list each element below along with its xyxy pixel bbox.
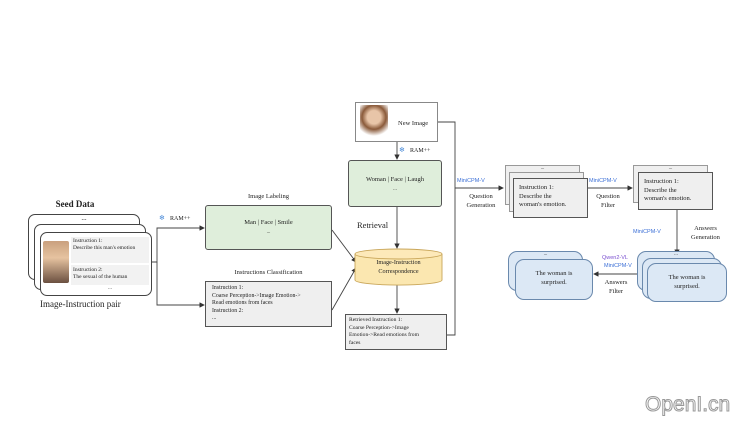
retrieved-instruction-box: Retrieved Instruction 1: Coarse Percepti… (345, 314, 447, 350)
snowflake-icon: ❄ (399, 146, 405, 154)
retrieved-text: Retrieved Instruction 1: Coarse Percepti… (349, 317, 419, 346)
dots: ... (543, 252, 548, 257)
dots: ... (81, 214, 87, 222)
dots: ... (108, 286, 112, 291)
woman-image (360, 105, 388, 140)
image-labeling-title: Image Labeling (248, 193, 289, 200)
dots: ... (266, 230, 271, 235)
database-label: Image-Instruction Correspondence (376, 259, 421, 275)
dots: ... (393, 187, 397, 192)
labels: Woman | Face | Laugh (365, 176, 425, 183)
new-image-box: New Image (355, 102, 438, 142)
minicpm-model-label: MiniCPM-V (457, 178, 485, 184)
seed-instruction-2: Instruction 2: The sexual of the human (71, 265, 149, 285)
filtered-question-card-front: Instruction 1: Describe the woman's emot… (638, 172, 713, 210)
minicpm-model-label: MiniCPM-V (633, 229, 661, 235)
image-labeling-box: Man | Face | Smile ... (205, 205, 332, 250)
minicpm-model-label: MiniCPM-V (589, 178, 617, 184)
answers-generation-label: Answers Generation (691, 225, 720, 241)
question-filter-label: Question Filter (596, 193, 620, 209)
question-generation-label: Question Generation (466, 193, 496, 209)
answer-card-front: The woman is surprised. (647, 263, 727, 302)
filtered-answer-card-front: The woman is surprised. (515, 259, 593, 300)
minicpm-model-label: MiniCPM-V (604, 263, 632, 269)
man-face-image (43, 241, 69, 283)
new-image-label: New Image (398, 120, 429, 127)
seed-data-title: Seed Data (55, 199, 95, 209)
labels: Man | Face | Smile (244, 219, 293, 226)
database-cylinder (354, 248, 443, 286)
answer-text: The woman is surprised. (668, 274, 706, 290)
classification-title: Instructions Classification (234, 269, 303, 276)
dots: ... (668, 166, 673, 171)
seed-instruction-1: Instruction 1: Describe this man's emoti… (71, 237, 149, 263)
classification-text: Instruction 1: Coarse Perception->Image … (212, 285, 301, 321)
watermark: OpenI.cn (644, 393, 731, 417)
ram-label: RAM++ (170, 216, 191, 222)
classification-box: Instruction 1: Coarse Perception->Image … (205, 281, 332, 327)
retrieval-label: Retrieval (357, 220, 389, 230)
image-instruction-pair-caption: Image-Instruction pair (40, 299, 121, 309)
ram-label: RAM++ (410, 148, 431, 154)
dots: ... (540, 166, 545, 171)
dots: ... (674, 252, 678, 257)
answer-text: The woman is surprised. (535, 270, 573, 286)
question-card-front: Instruction 1: Describe the woman's emot… (513, 178, 588, 218)
answers-filter-label: Answers Filter (604, 279, 628, 295)
new-labels-box: Woman | Face | Laugh ... (348, 160, 442, 207)
qwen-model-label: Qwen2-VL (602, 255, 628, 261)
question-text: Instruction 1: Describe the woman's emot… (644, 178, 692, 202)
seed-card-front: Instruction 1: Describe this man's emoti… (40, 232, 152, 296)
question-text: Instruction 1: Describe the woman's emot… (519, 184, 567, 208)
snowflake-icon: ❄ (159, 214, 165, 222)
